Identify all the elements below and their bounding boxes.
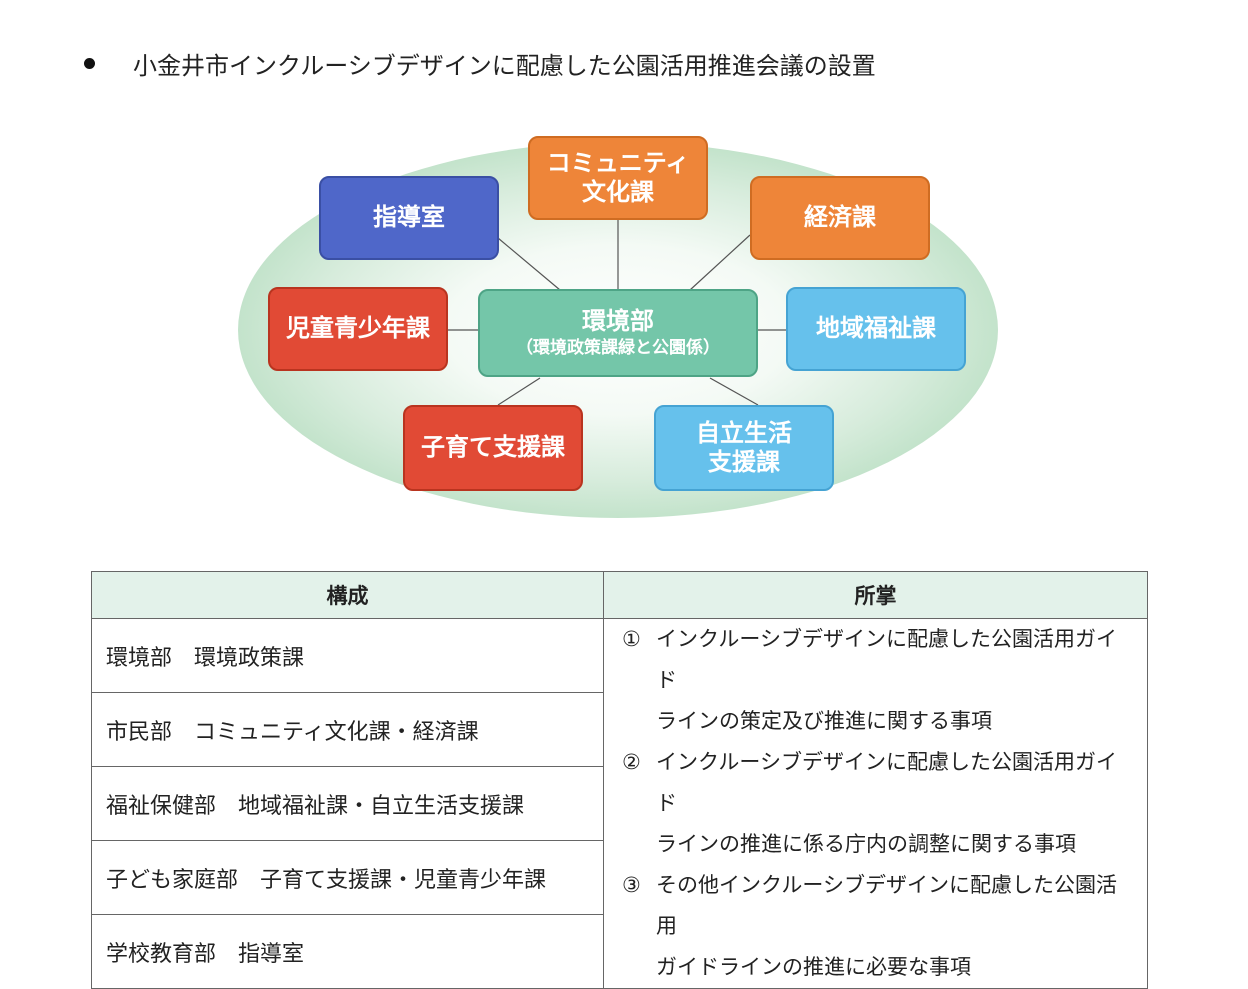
- node-shido: 指導室: [319, 176, 499, 260]
- node-chiiki: 地域福祉課: [786, 287, 966, 371]
- composition-cell: 市民部 コミュニティ文化課・経済課: [91, 692, 604, 767]
- header-composition: 構成: [91, 571, 604, 619]
- duty-text: インクルーシブデザインに配慮した公園活用ガイド ラインの策定及び推進に関する事項: [656, 627, 1117, 733]
- council-table: 構成 所掌 環境部 環境政策課 ① インクルーシブデザインに配慮した公園活用ガイ…: [91, 571, 1148, 989]
- bullet-icon: [84, 58, 95, 69]
- table-row: 福祉保健部 地域福祉課・自立生活支援課: [91, 766, 1148, 841]
- heading-text: 小金井市インクルーシブデザインに配慮した公園活用推進会議の設置: [133, 52, 876, 80]
- node-keizai: 経済課: [750, 176, 930, 260]
- node-jiritsu-line2: 支援課: [708, 448, 780, 476]
- node-center-kankyo: 環境部 （環境政策課緑と公園係）: [478, 289, 758, 377]
- table-row: 学校教育部 指導室: [91, 914, 1148, 989]
- composition-cell: 環境部 環境政策課: [91, 618, 604, 693]
- table-row: 市民部 コミュニティ文化課・経済課: [91, 692, 1148, 767]
- connector-line: [709, 377, 759, 406]
- duty-item: ① インクルーシブデザインに配慮した公園活用ガイド ラインの策定及び推進に関する…: [622, 619, 1133, 742]
- page-heading: 小金井市インクルーシブデザインに配慮した公園活用推進会議の設置: [80, 46, 876, 81]
- node-kosodate: 子育て支援課: [403, 405, 583, 491]
- duty-item: ② インクルーシブデザインに配慮した公園活用ガイド ラインの推進に係る庁内の調整…: [622, 742, 1133, 865]
- duties-cell: ① インクルーシブデザインに配慮した公園活用ガイド ラインの策定及び推進に関する…: [603, 618, 1148, 989]
- duty-item: ③ その他インクルーシブデザインに配慮した公園活用 ガイドラインの推進に必要な事…: [622, 865, 1133, 988]
- node-community-culture: コミュニティ 文化課: [528, 136, 708, 220]
- node-jido: 児童青少年課: [268, 287, 448, 371]
- connector-line: [497, 377, 541, 406]
- composition-cell: 学校教育部 指導室: [91, 914, 604, 989]
- diagram-background: [238, 142, 998, 518]
- composition-cell: 子ども家庭部 子育て支援課・児童青少年課: [91, 840, 604, 915]
- node-jiritsu-line1: 自立生活: [696, 418, 792, 447]
- node-jiritsu: 自立生活 支援課: [654, 405, 834, 491]
- duty-text: インクルーシブデザインに配慮した公園活用ガイド ラインの推進に係る庁内の調整に関…: [656, 750, 1117, 856]
- connector-line: [497, 237, 561, 291]
- table-header-row: 構成 所掌: [91, 571, 1148, 619]
- duty-text: その他インクルーシブデザインに配慮した公園活用 ガイドラインの推進に必要な事項: [656, 873, 1117, 979]
- composition-cell: 福祉保健部 地域福祉課・自立生活支援課: [91, 766, 604, 841]
- node-community-line1: コミュニティ: [546, 148, 690, 177]
- organization-diagram: コミュニティ 文化課 指導室 経済課 児童青少年課 環境部 （環境政策課緑と公園…: [238, 136, 998, 518]
- node-community-line2: 文化課: [582, 178, 654, 206]
- table-row: 子ども家庭部 子育て支援課・児童青少年課: [91, 840, 1148, 915]
- header-duties: 所掌: [603, 571, 1148, 619]
- table-row: 環境部 環境政策課 ① インクルーシブデザインに配慮した公園活用ガイド ラインの…: [91, 618, 1148, 989]
- connector-line: [689, 234, 751, 291]
